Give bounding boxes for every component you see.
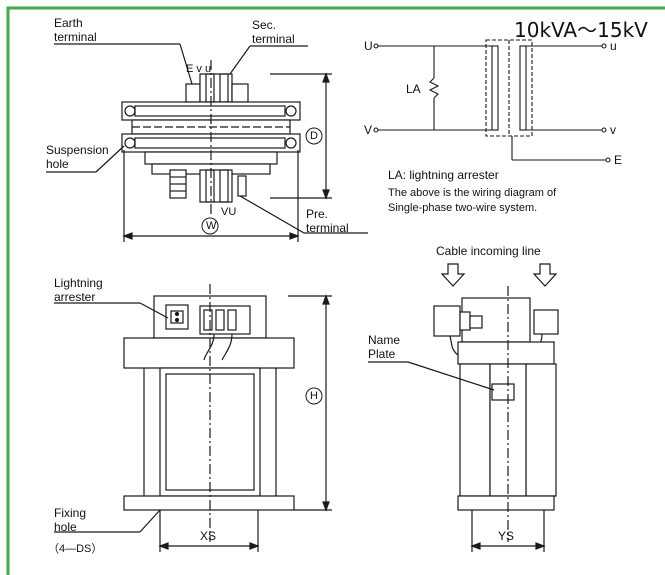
sec-terminal-label-1: Sec. xyxy=(252,18,277,32)
side-view-drawing xyxy=(368,263,559,552)
suspension-hole-label-2: hole xyxy=(46,157,69,171)
dim-ys-label: YS xyxy=(498,529,515,543)
fixing-hole-label-2: hole xyxy=(54,520,77,534)
la-label: LA xyxy=(406,82,421,96)
name-plate-label-2: Plate xyxy=(368,347,396,361)
node-V-label: V xyxy=(364,123,373,137)
cable-incoming-label: Cable incoming line xyxy=(436,244,541,258)
wiring-diagram xyxy=(373,39,611,163)
node-u-label: u xyxy=(610,39,617,53)
suspension-hole-label-1: Suspension xyxy=(46,143,109,157)
dim-depth-label: D xyxy=(310,130,318,142)
front-view-drawing xyxy=(54,284,332,552)
dim-width-label: W xyxy=(206,220,217,232)
sec-terminal-label-2: terminal xyxy=(252,32,295,46)
earth-terminal-label-2: terminal xyxy=(54,30,97,44)
node-E-label: E xyxy=(614,153,623,167)
rating-title: 10kVA～15kV xyxy=(514,18,648,42)
lightning-arrester-label-1: Lightning xyxy=(54,276,103,290)
terminal-letters-bottom: VU xyxy=(221,206,237,218)
fixing-spec-label: （4—DS） xyxy=(48,543,103,555)
fixing-hole-label-1: Fixing xyxy=(54,506,87,520)
pre-terminal-label-2: terminal xyxy=(306,221,349,235)
top-view-drawing xyxy=(46,43,368,242)
earth-terminal-label-1: Earth xyxy=(54,16,83,30)
name-plate-label-1: Name xyxy=(368,333,401,347)
dim-xs-label: XS xyxy=(200,529,217,543)
wiring-caption-3: Single-phase two-wire system. xyxy=(388,202,538,214)
node-U-label: U xyxy=(364,39,373,53)
frame-border xyxy=(6,6,665,575)
wiring-caption-1: LA: lightning arrester xyxy=(388,168,499,182)
dim-height-circle xyxy=(305,387,323,405)
dim-depth-circle xyxy=(305,127,323,145)
lightning-arrester-label-2: arrester xyxy=(54,290,96,304)
dim-width-circle xyxy=(201,217,219,235)
dim-height-label: H xyxy=(310,390,318,402)
terminal-letters-top: E v u xyxy=(186,63,212,75)
wiring-caption-2: The above is the wiring diagram of xyxy=(388,187,557,199)
pre-terminal-label-1: Pre. xyxy=(306,207,329,221)
node-v-label: v xyxy=(610,123,616,137)
